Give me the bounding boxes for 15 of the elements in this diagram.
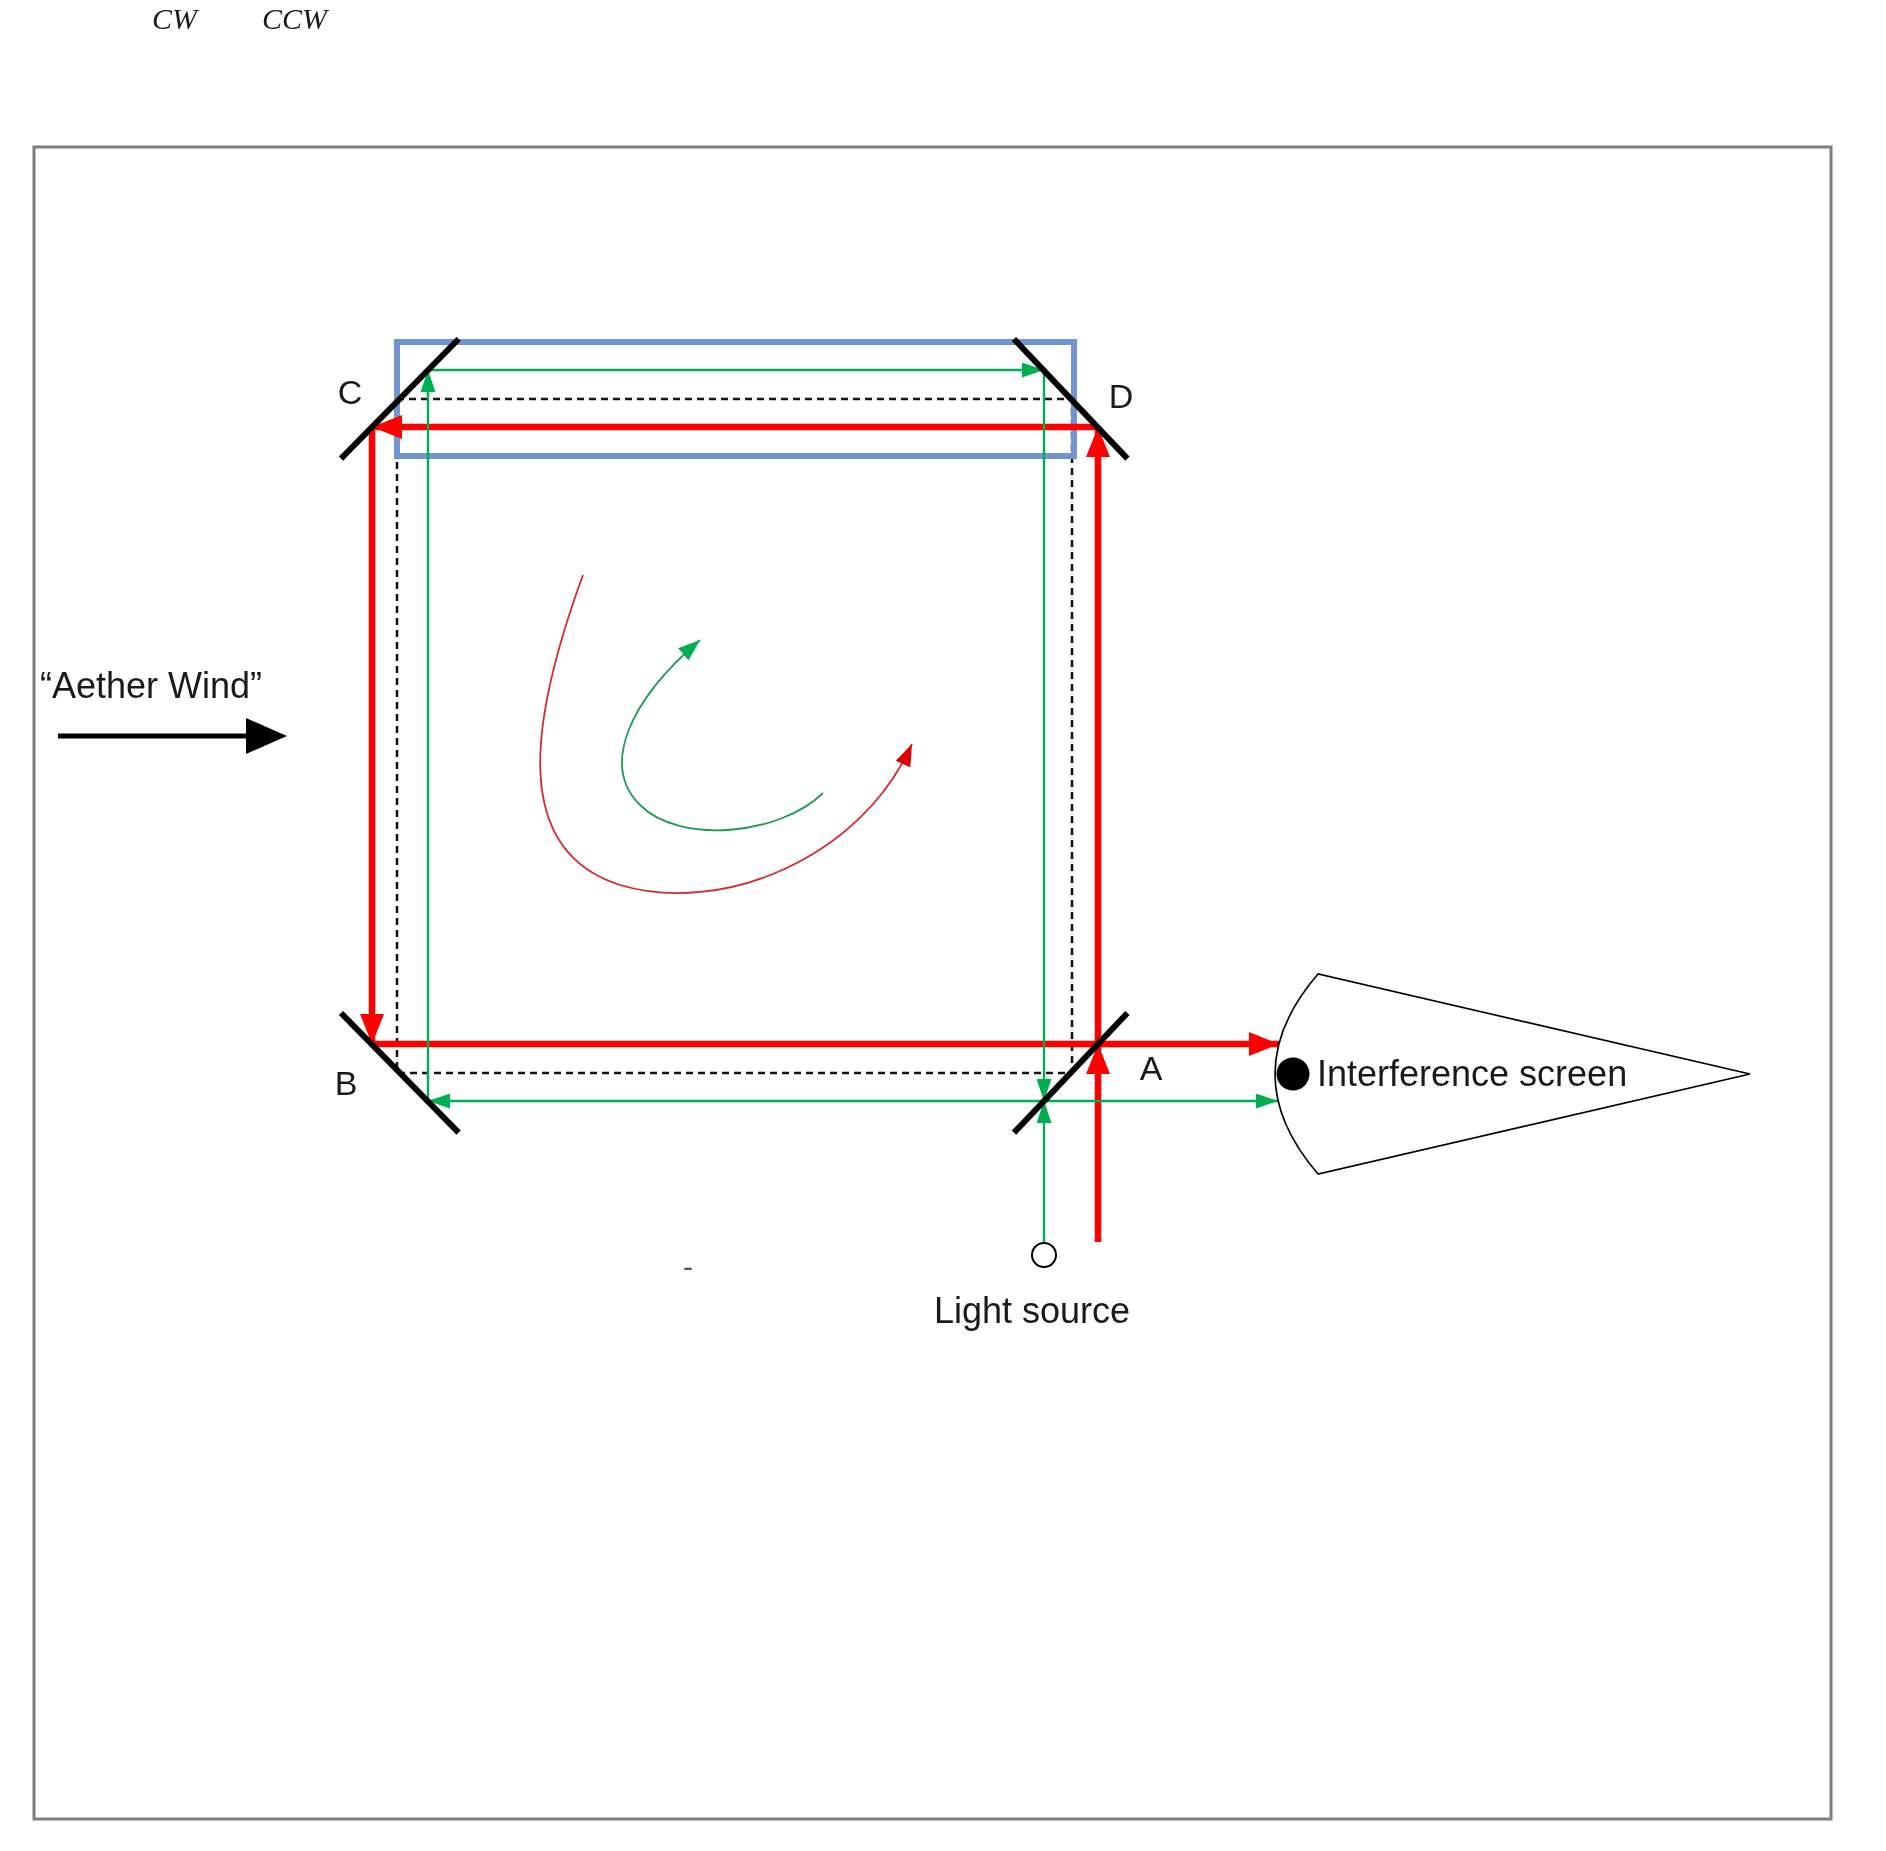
formula-text: CW <box>152 4 197 34</box>
source-label: Light source <box>933 1293 1131 1329</box>
beam-arrow <box>372 415 1098 439</box>
beam-arrow <box>1086 427 1110 1044</box>
wind-label: “Aether Wind” <box>40 668 263 704</box>
mirror-label: A <box>1139 1051 1163 1085</box>
screen-label: Interference screen <box>1317 1056 1628 1092</box>
mirror-label: C <box>337 375 363 409</box>
beam-arrow <box>1098 1032 1279 1056</box>
mirror-label: B <box>334 1066 358 1100</box>
formula-text: CCW <box>262 4 327 34</box>
dash-text: - <box>683 1252 693 1282</box>
beam-arrow <box>360 427 384 1044</box>
beam-line <box>372 1040 1098 1048</box>
mirror-label: D <box>1108 379 1134 413</box>
